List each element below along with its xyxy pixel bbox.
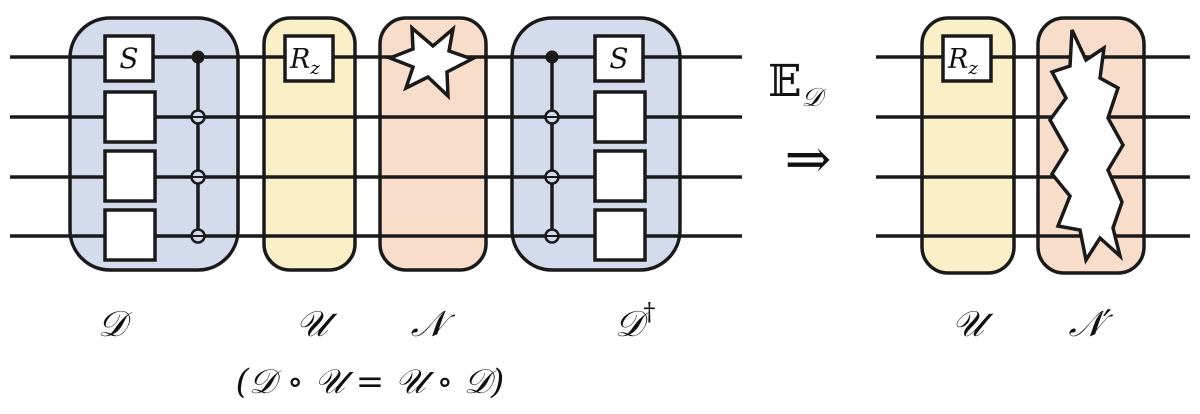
d-dagger-block-gates: S — [544, 34, 647, 262]
control-dot-icon — [545, 50, 559, 64]
d-label: 𝒟 — [98, 304, 133, 345]
u-label-right: 𝒰 — [952, 304, 994, 345]
cnot-target-icon — [544, 169, 560, 185]
s-gate — [593, 34, 645, 83]
cnot-target-icon — [190, 228, 206, 244]
s-gate — [103, 34, 155, 83]
s-gate-label: S — [609, 42, 628, 75]
control-dot-icon — [191, 50, 205, 64]
blank-gate-3 — [593, 149, 647, 203]
cnot-target-icon — [544, 109, 560, 125]
jagged-burst-icon — [1047, 29, 1126, 265]
cnot-target-icon — [544, 228, 560, 244]
blank-gate-4 — [103, 208, 157, 262]
commutation-caption: (𝒟 ∘ 𝒰 = 𝒰 ∘ 𝒟) — [236, 362, 505, 402]
implies-arrow: ⇒ — [785, 127, 832, 192]
s-gate-label: S — [119, 42, 138, 75]
left-circuit: S Rz — [10, 16, 742, 402]
right-circuit: Rz 𝒰 𝒩′ — [876, 16, 1190, 345]
blank-gate-2 — [593, 90, 647, 144]
rz-gate-label: Rz — [289, 44, 320, 79]
expectation-operator: 𝔼𝒟 — [768, 56, 827, 113]
n-prime-label: 𝒩′ — [1069, 304, 1114, 345]
transform: 𝔼𝒟 ⇒ — [768, 56, 831, 192]
blank-gate-3 — [103, 149, 157, 203]
d-block-gates: S — [103, 34, 206, 262]
rz-gate — [941, 34, 993, 83]
blank-gate-4 — [593, 208, 647, 262]
jagged-star-icon — [385, 24, 477, 101]
cnot-target-icon — [190, 169, 206, 185]
d-dagger-label: 𝒟† — [615, 298, 656, 345]
blank-gate-2 — [103, 90, 157, 144]
u-label: 𝒰 — [296, 304, 338, 345]
rz-gate — [283, 34, 335, 83]
n-label: 𝒩 — [411, 304, 456, 345]
u-block-gates: Rz — [283, 34, 335, 83]
rz-gate-label: Rz — [947, 44, 978, 79]
cnot-target-icon — [190, 109, 206, 125]
